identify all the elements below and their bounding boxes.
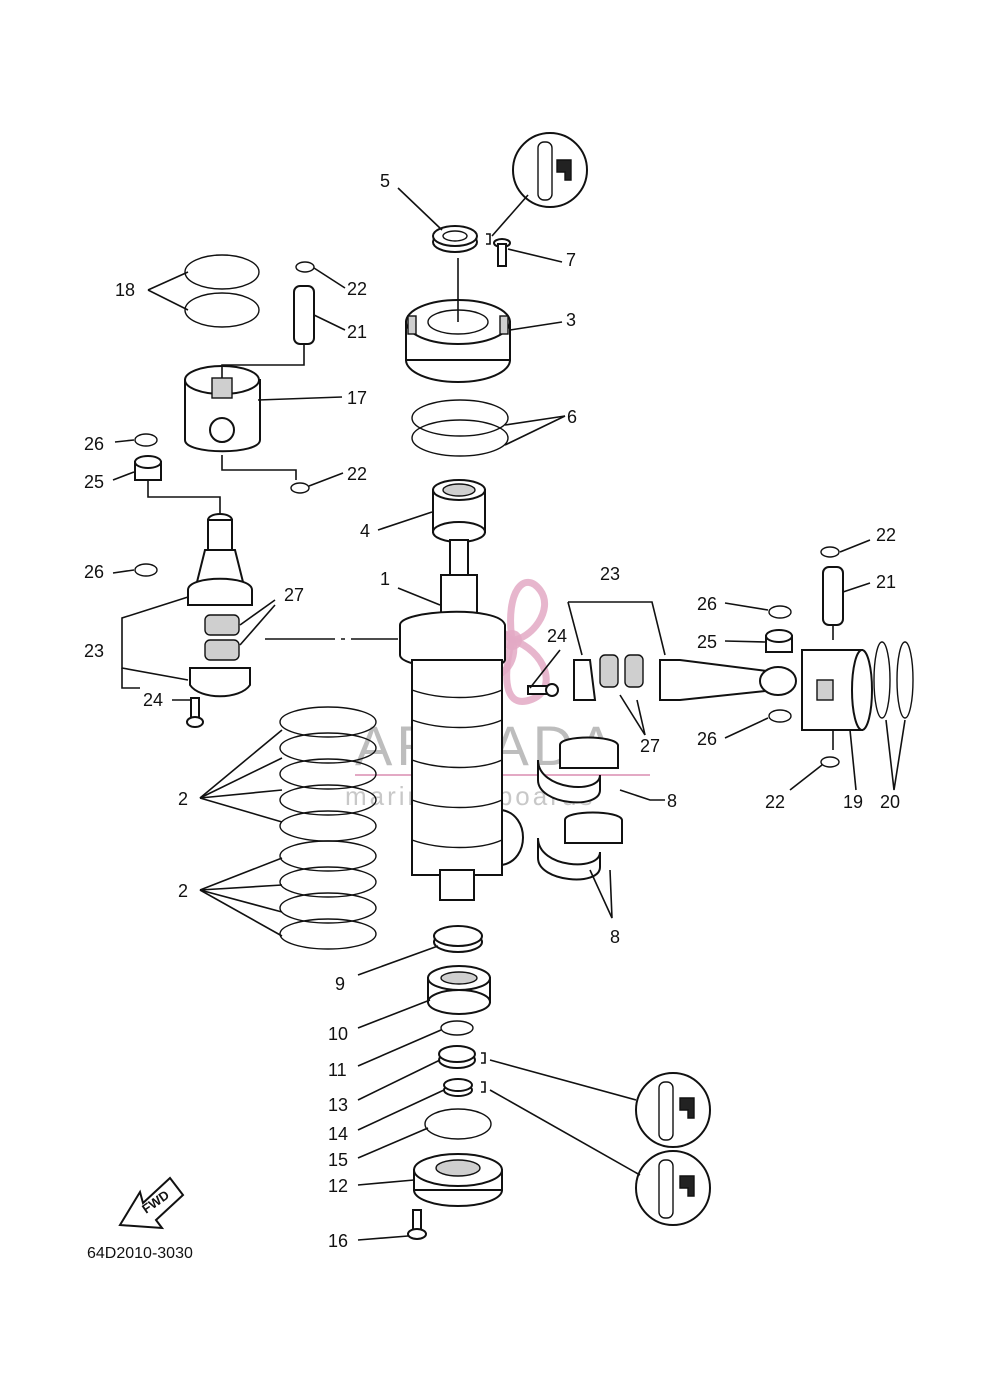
main-bearing-8-upper xyxy=(537,736,619,804)
bolt-7 xyxy=(493,238,511,267)
callout-3: 3 xyxy=(566,310,576,330)
callout-numbers: 5 7 3 6 4 1 18 22 21 17 26 22 25 26 27 2… xyxy=(84,171,900,1251)
circlip-11 xyxy=(440,1020,474,1036)
callout-16: 16 xyxy=(328,1231,348,1251)
callout-27-b: 27 xyxy=(640,736,660,756)
callout-19: 19 xyxy=(843,792,863,812)
callout-11: 11 xyxy=(328,1060,347,1080)
callout-6: 6 xyxy=(567,407,577,427)
piston-rings-20 xyxy=(873,641,914,719)
callout-7: 7 xyxy=(566,250,576,270)
callout-21-b: 21 xyxy=(876,572,896,592)
callout-8-b: 8 xyxy=(610,927,620,947)
callout-22-d: 22 xyxy=(765,792,785,812)
nut-25-right xyxy=(765,629,793,653)
diagram-code: 64D2010-3030 xyxy=(87,1245,193,1262)
oil-seal-14 xyxy=(443,1078,473,1097)
callout-26-c: 26 xyxy=(697,594,717,614)
bolt-24-left xyxy=(186,697,204,728)
piston-rings-2 xyxy=(279,706,377,950)
clip-22-top-left xyxy=(295,261,315,273)
callout-15: 15 xyxy=(328,1150,348,1170)
main-bearing-8-lower xyxy=(537,811,623,881)
seal-housing-12 xyxy=(413,1153,503,1207)
callout-27-a: 27 xyxy=(284,585,304,605)
clip-22-lower-right xyxy=(820,756,840,768)
callout-8-a: 8 xyxy=(667,791,677,811)
fwd-arrow-icon: FWD xyxy=(118,1176,185,1230)
washer-26-upper-left xyxy=(134,433,158,447)
leader-lines xyxy=(112,187,906,1241)
connecting-rod-right xyxy=(573,654,797,701)
grease-callout-bottom-1 xyxy=(481,1052,711,1148)
grease-callout-top xyxy=(486,132,588,245)
callout-2-b: 2 xyxy=(178,881,188,901)
callout-9: 9 xyxy=(335,974,345,994)
piston-rings-18 xyxy=(184,254,260,328)
callout-21-a: 21 xyxy=(347,322,367,342)
callout-10: 10 xyxy=(328,1024,348,1044)
callout-5: 5 xyxy=(380,171,390,191)
piston-icon xyxy=(184,344,305,480)
callout-25-b: 25 xyxy=(697,632,717,652)
callout-18: 18 xyxy=(115,280,135,300)
callout-26-b: 26 xyxy=(84,562,104,582)
bearing-housing-3 xyxy=(405,258,511,383)
oil-seal-5 xyxy=(432,225,478,253)
callout-23-a: 23 xyxy=(84,641,104,661)
piston-19 xyxy=(801,649,873,750)
ball-bearing-10 xyxy=(427,965,491,1015)
callout-25-a: 25 xyxy=(84,472,104,492)
bolt-16 xyxy=(407,1209,427,1240)
nut-25-left xyxy=(134,455,221,515)
callout-24-b: 24 xyxy=(547,626,567,646)
roller-bearing-4 xyxy=(432,479,486,543)
callout-17: 17 xyxy=(347,388,367,408)
callout-1: 1 xyxy=(380,569,390,589)
washer-26-lower-right xyxy=(768,709,792,723)
bolt-24-right xyxy=(527,683,559,697)
callout-26-a: 26 xyxy=(84,434,104,454)
callout-12: 12 xyxy=(328,1176,348,1196)
grease-callout-bottom-2 xyxy=(481,1081,711,1226)
callout-2-a: 2 xyxy=(178,789,188,809)
callout-20: 20 xyxy=(880,792,900,812)
piston-pin-21-left xyxy=(293,285,315,345)
callout-26-d: 26 xyxy=(697,729,717,749)
washer-26-lower-left xyxy=(134,563,158,577)
callout-4: 4 xyxy=(360,521,370,541)
callout-22-c: 22 xyxy=(876,525,896,545)
clip-22-lower-left xyxy=(290,482,310,494)
clip-22-top-right xyxy=(820,546,840,558)
oil-seal-13 xyxy=(438,1045,476,1069)
callout-24-a: 24 xyxy=(143,690,163,710)
callout-23-b: 23 xyxy=(600,564,620,584)
connecting-rod-icon xyxy=(187,513,253,698)
crankshaft-icon xyxy=(265,539,524,901)
callout-22-b: 22 xyxy=(347,464,367,484)
callout-13: 13 xyxy=(328,1095,348,1115)
washer-26-upper-right xyxy=(768,605,792,619)
o-ring-15 xyxy=(424,1108,492,1140)
callout-22-a: 22 xyxy=(347,279,367,299)
o-rings-6 xyxy=(411,399,509,457)
callout-14: 14 xyxy=(328,1124,348,1144)
piston-pin-21-right xyxy=(822,566,844,640)
oil-seal-9 xyxy=(433,925,483,953)
